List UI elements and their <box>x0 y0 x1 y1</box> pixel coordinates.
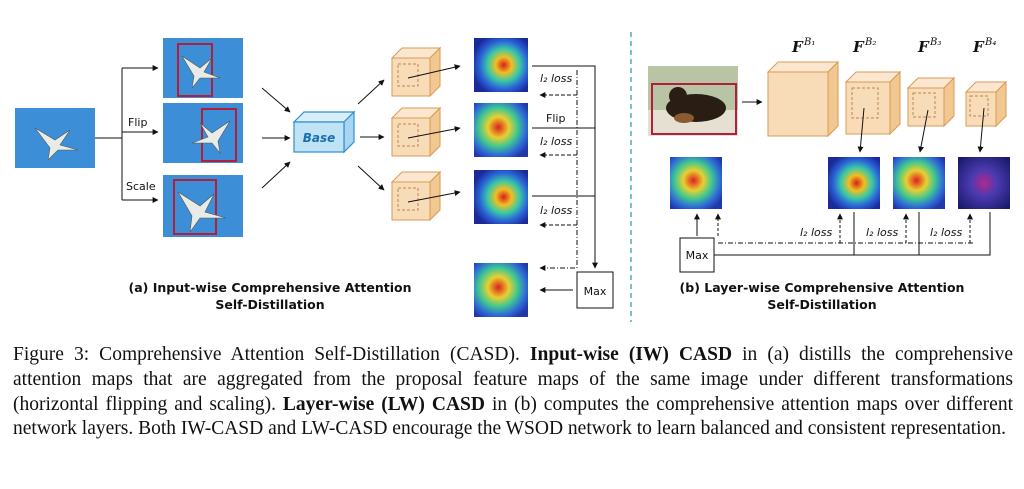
panel-a: Flip Scale Base <box>15 38 614 317</box>
base-network: Base <box>292 110 356 154</box>
loss-label-a2: l₂ loss <box>540 135 572 148</box>
scale-label: Scale <box>126 180 156 193</box>
caption-prefix: Figure 3: Comprehensive Attention Self-D… <box>13 344 520 365</box>
feature-cube-a1 <box>390 46 461 98</box>
layer-label-b3: F B₃ <box>917 37 941 56</box>
svg-text:B₂: B₂ <box>864 37 876 48</box>
loss-label-b1: l₂ loss <box>800 226 832 239</box>
loss-label-a3: l₂ loss <box>540 204 572 217</box>
attention-map-b4 <box>958 157 1010 209</box>
dog-image <box>648 66 738 136</box>
attention-map-a1 <box>474 38 528 92</box>
base-label: Base <box>303 131 336 145</box>
attention-map-b-aggregated <box>670 157 722 209</box>
layer-label-b1: F B₁ <box>791 37 815 56</box>
feature-block-b3 <box>906 76 956 153</box>
transformed-image-scale <box>163 175 243 237</box>
svg-text:F: F <box>791 38 804 56</box>
svg-text:F: F <box>852 38 865 56</box>
attention-map-b2 <box>828 157 880 209</box>
svg-text:B₄: B₄ <box>984 37 996 48</box>
transformed-image-original <box>163 38 243 98</box>
feature-block-b1 <box>766 60 840 138</box>
attention-map-a2 <box>474 103 528 157</box>
panel-a-caption-line2: Self-Distillation <box>215 297 324 312</box>
panel-b-caption-line2: Self-Distillation <box>767 297 876 312</box>
panel-a-caption-line1: (a) Input-wise Comprehensive Attention <box>129 280 412 295</box>
layer-label-b4: F B₄ <box>972 37 996 56</box>
caption-mid-2: in (b) computes the comprehensive attent… <box>13 393 1013 440</box>
max-label-b: Max <box>686 249 709 262</box>
transformed-image-flip <box>163 103 243 163</box>
input-image <box>15 108 95 168</box>
svg-text:B₃: B₃ <box>929 37 941 48</box>
layer-label-b2: F B₂ <box>852 37 876 56</box>
max-box-a <box>576 271 614 309</box>
max-label-a: Max <box>584 285 607 298</box>
svg-text:F: F <box>972 38 985 56</box>
attention-map-aggregated <box>474 263 528 317</box>
loss-label-b3: l₂ loss <box>930 226 962 239</box>
figure-caption: Figure 3: Comprehensive Attention Self-D… <box>13 343 1013 442</box>
panel-b: F B₁ F B₂ F B₃ F B₄ <box>648 37 1010 312</box>
svg-text:F: F <box>917 38 930 56</box>
feature-block-b4 <box>964 80 1008 153</box>
feature-cube-a3 <box>390 170 461 222</box>
feature-cube-a2 <box>390 106 461 158</box>
figure-canvas: Flip Scale Base <box>15 32 1010 322</box>
caption-mid-1: in (a) distills the comprehensive attent… <box>13 344 1014 415</box>
svg-text:B₁: B₁ <box>803 37 815 48</box>
loss-label-a1: l₂ loss <box>540 72 572 85</box>
attention-map-b3 <box>893 157 945 209</box>
feature-block-b2 <box>844 70 902 153</box>
panel-b-caption-line1: (b) Layer-wise Comprehensive Attention <box>680 280 965 295</box>
flip-right-label: Flip <box>546 112 565 125</box>
caption-bold-iw: Input-wise (IW) CASD <box>529 344 733 365</box>
flip-label: Flip <box>128 116 147 129</box>
attention-map-a3 <box>474 170 528 224</box>
caption-bold-lw: Layer-wise (LW) CASD <box>282 393 485 415</box>
loss-label-b2: l₂ loss <box>866 226 898 239</box>
